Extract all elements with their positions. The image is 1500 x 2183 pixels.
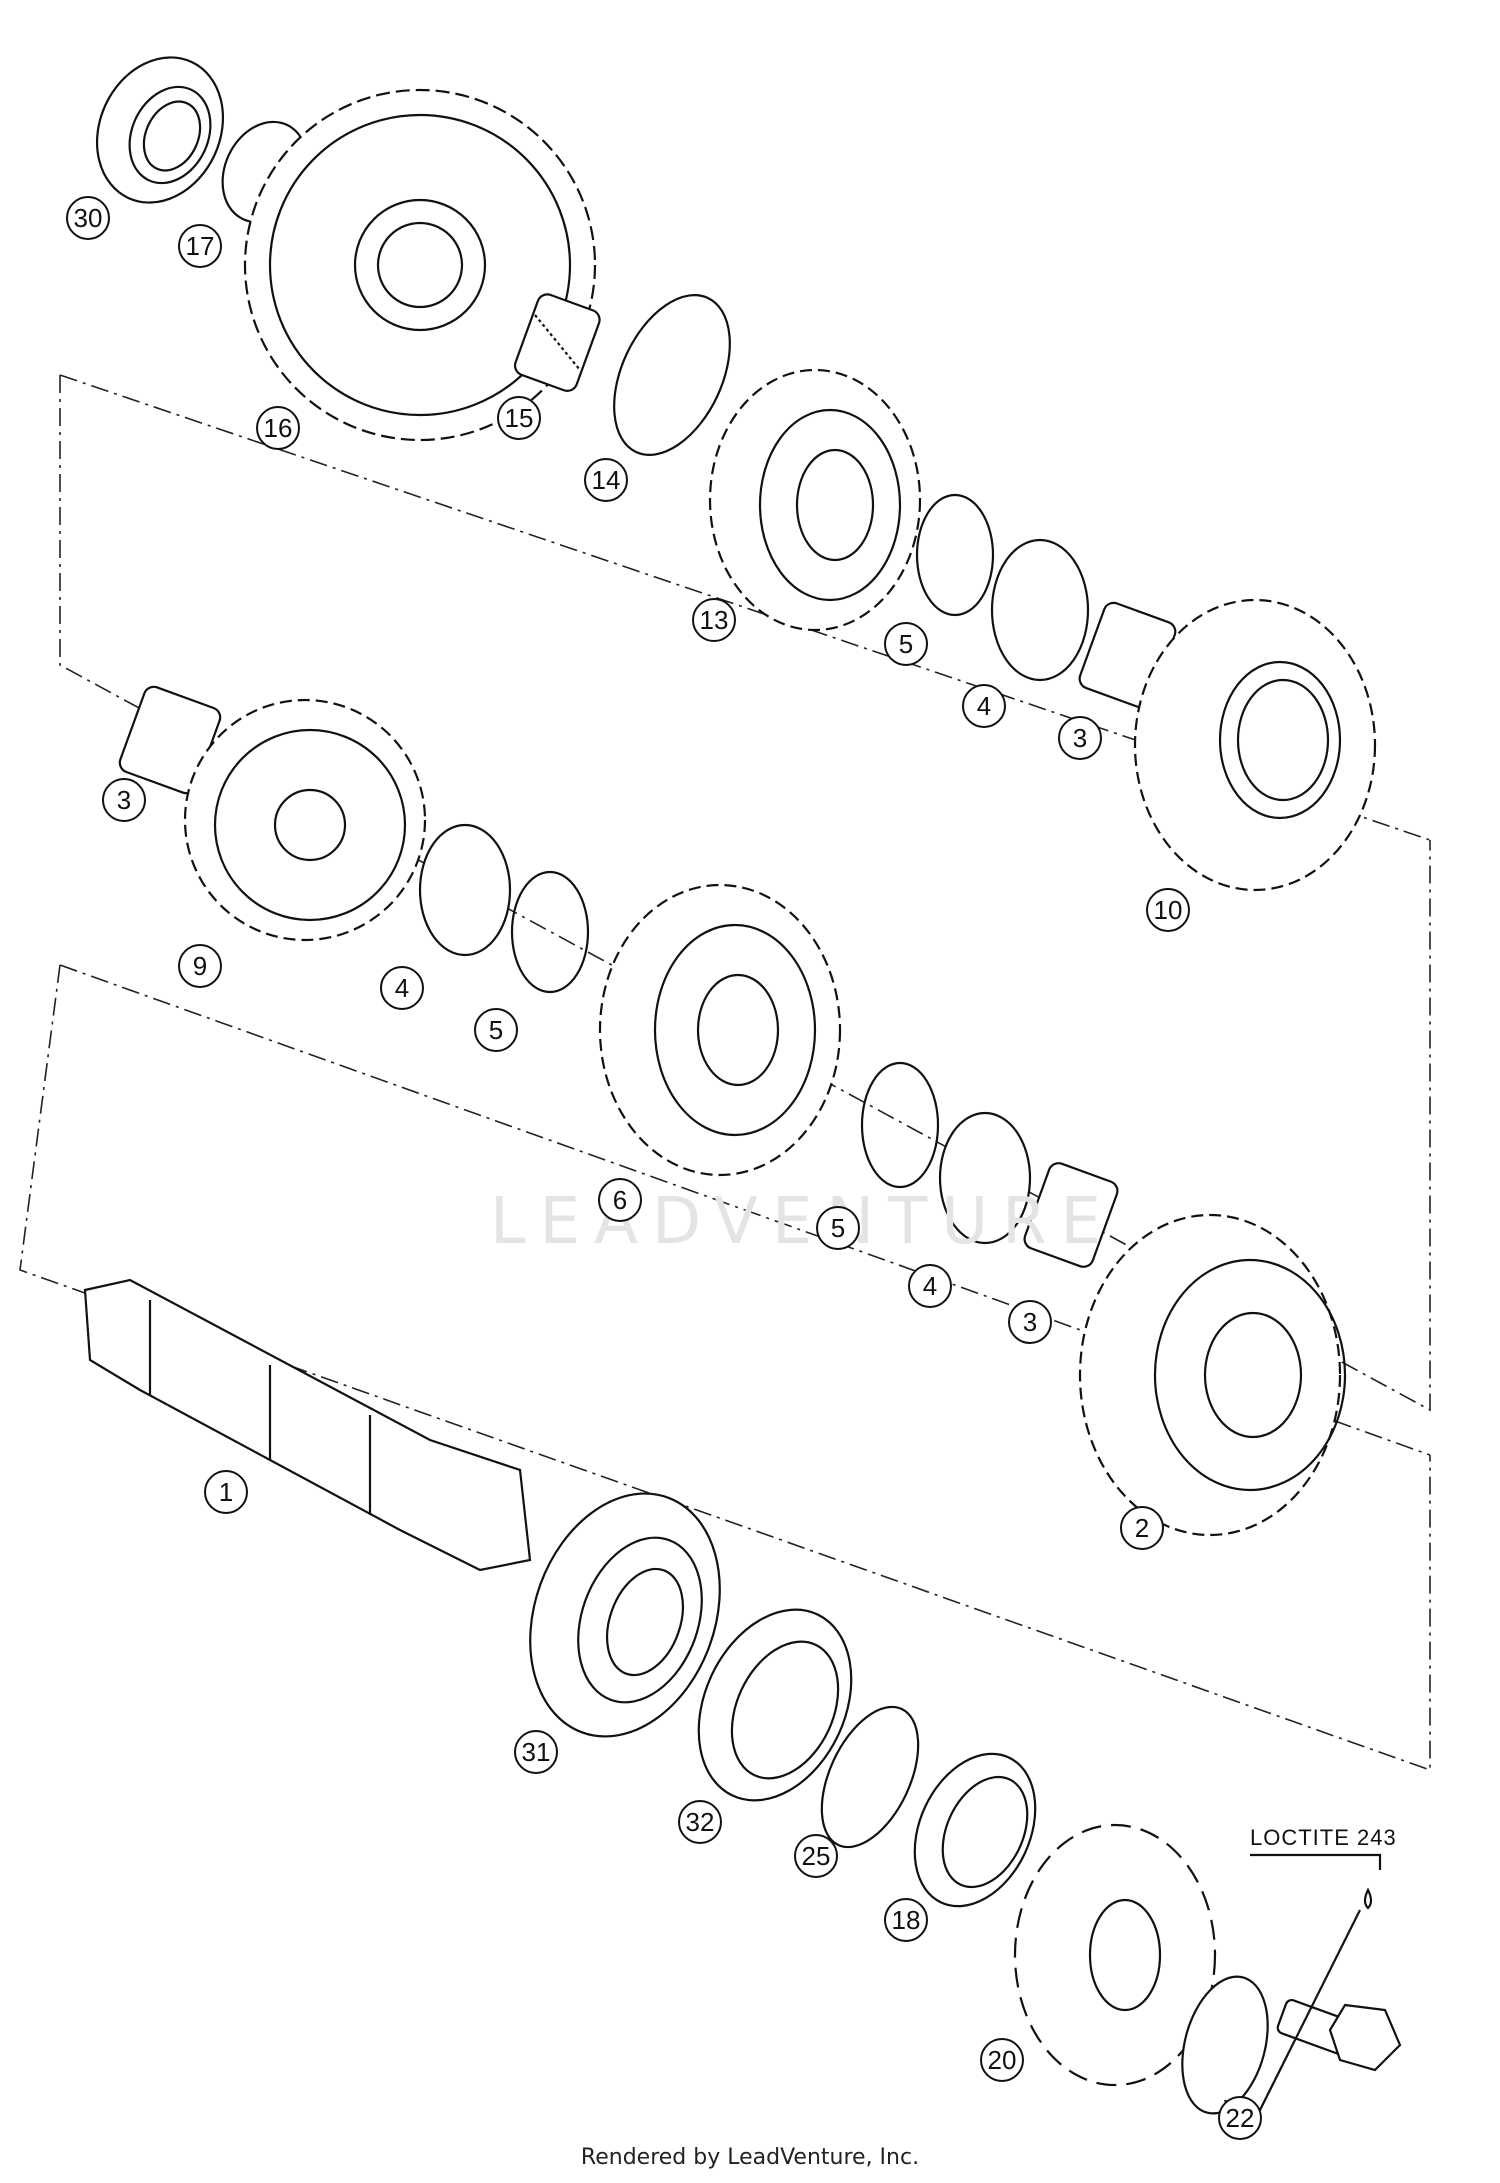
washer-4-b bbox=[418, 823, 512, 957]
needle-bearing-3-c bbox=[1023, 1162, 1119, 1268]
part-label-5: 5 bbox=[474, 1008, 518, 1052]
circlip-5-a bbox=[915, 493, 995, 617]
part-label-3: 3 bbox=[1058, 716, 1102, 760]
gear-10 bbox=[1133, 598, 1377, 892]
part-label-16: 16 bbox=[256, 406, 300, 450]
part-label-14: 14 bbox=[584, 458, 628, 502]
washer-22 bbox=[1181, 1975, 1269, 2115]
part-label-2: 2 bbox=[1120, 1506, 1164, 1550]
seal-32 bbox=[697, 1608, 853, 1802]
part-label-15: 15 bbox=[497, 396, 541, 440]
part-label-5: 5 bbox=[884, 622, 928, 666]
part-label-22: 22 bbox=[1218, 2096, 1262, 2140]
part-label-4: 4 bbox=[380, 966, 424, 1010]
part-label-13: 13 bbox=[692, 598, 736, 642]
o-ring-25 bbox=[820, 1705, 920, 1849]
washer-14 bbox=[613, 294, 731, 456]
part-label-6: 6 bbox=[598, 1178, 642, 1222]
part-label-5: 5 bbox=[816, 1206, 860, 1250]
loctite-note: LOCTITE 243 bbox=[1250, 1825, 1397, 1850]
part-label-9: 9 bbox=[178, 944, 222, 988]
sprocket-20 bbox=[1013, 1823, 1217, 2087]
part-label-18: 18 bbox=[884, 1898, 928, 1942]
circlip-5-c bbox=[860, 1061, 940, 1189]
part-label-10: 10 bbox=[1146, 888, 1190, 932]
washer-4-a bbox=[990, 538, 1090, 682]
main-shaft-1 bbox=[83, 1278, 532, 1572]
gear-9 bbox=[183, 698, 427, 942]
part-label-20: 20 bbox=[980, 2038, 1024, 2082]
watermark: LEADVENTURE bbox=[490, 1185, 1115, 1259]
needle-bearing-15 bbox=[513, 293, 601, 392]
part-label-25: 25 bbox=[794, 1834, 838, 1878]
gear-2 bbox=[1078, 1213, 1347, 1537]
part-label-4: 4 bbox=[908, 1264, 952, 1308]
washer-4-c bbox=[938, 1111, 1032, 1245]
spacer-18 bbox=[913, 1752, 1037, 1908]
part-label-4: 4 bbox=[962, 684, 1006, 728]
gear-6 bbox=[598, 883, 842, 1177]
bolt bbox=[1276, 1998, 1402, 2072]
gear-16 bbox=[243, 88, 597, 442]
circlip-5-b bbox=[510, 870, 590, 994]
bearing-30 bbox=[95, 56, 225, 204]
bearing-31 bbox=[529, 1492, 721, 1738]
part-label-31: 31 bbox=[514, 1730, 558, 1774]
gear-13 bbox=[708, 368, 922, 632]
part-label-3: 3 bbox=[1008, 1300, 1052, 1344]
part-label-32: 32 bbox=[678, 1800, 722, 1844]
part-label-1: 1 bbox=[204, 1470, 248, 1514]
part-label-30: 30 bbox=[66, 196, 110, 240]
part-label-3: 3 bbox=[102, 778, 146, 822]
part-label-17: 17 bbox=[178, 224, 222, 268]
footer-credit: Rendered by LeadVenture, Inc. bbox=[580, 2145, 920, 2170]
